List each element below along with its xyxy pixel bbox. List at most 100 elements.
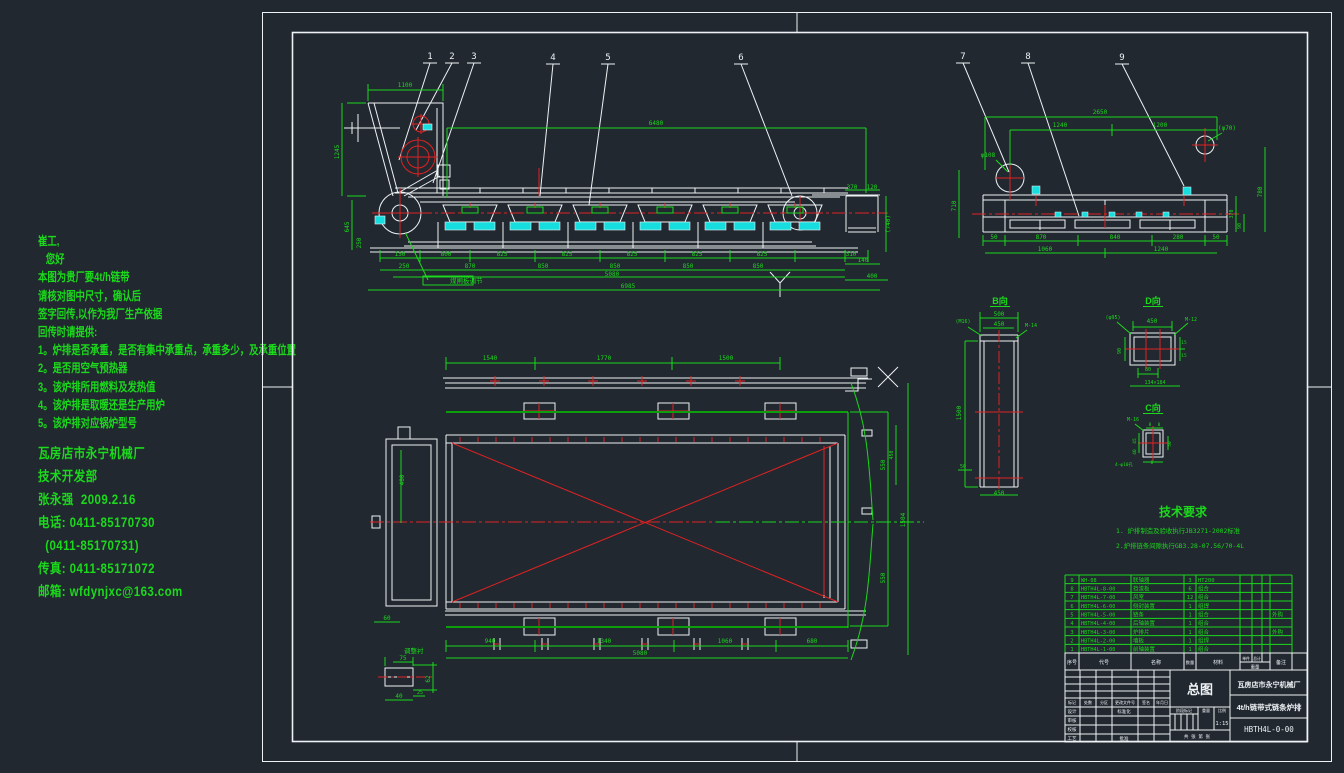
bom-no: 8 [1070, 586, 1073, 592]
detail-view-bushing [378, 657, 437, 701]
dim-label: 4-φ10孔 [1115, 461, 1134, 468]
bom-name: 炉排片 [1133, 628, 1150, 636]
bom-qty: 3 [1188, 578, 1191, 584]
bom-material: 组焊 [1198, 636, 1210, 644]
dim-label: 310 [846, 251, 857, 258]
bom-name: 风室 [1133, 593, 1145, 601]
note-line: 5。该炉排对应锅炉型号 [38, 416, 137, 431]
bom-name: 链条 [1133, 610, 1145, 618]
bom-name: 侧封装置 [1133, 602, 1156, 610]
tb-stage-scale: 比例 [1218, 707, 1226, 713]
balloon-number: 1 [427, 52, 432, 62]
dim-label: 940 [485, 638, 496, 645]
tb-rev-mark: 标记 [1068, 699, 1076, 705]
bom-material: 组合 [1198, 619, 1210, 627]
tb-stage-mark: 阶段标记 [1176, 707, 1192, 713]
tb-h-code: 代号 [1099, 659, 1109, 666]
tb-role-approve: 批准 [1120, 735, 1129, 742]
bom-no: 6 [1070, 604, 1073, 610]
contact-line: 邮箱: wfdynjxc@163.com [38, 584, 183, 599]
balloon-number: 6 [738, 53, 743, 63]
dim-label: 370 [847, 184, 858, 191]
bom-qty: 1 [1188, 647, 1191, 653]
dim-label: 450 [994, 490, 1005, 497]
dim-label: 680 [807, 638, 818, 645]
tb-product: 4t/h链带式链条炉排 [1237, 703, 1302, 712]
contact-line: 张永强 2009.2.16 [38, 492, 136, 507]
dim-label: 850 [683, 263, 694, 270]
dim-label: 60 [383, 615, 391, 622]
bom-no: 7 [1070, 595, 1073, 601]
tb-h-wt: 重量 [1251, 664, 1260, 671]
dim-label: (M16) [955, 319, 970, 325]
bom-code: HBTH4L-5-00 [1081, 612, 1115, 618]
dim-label: 870 [1036, 234, 1047, 241]
bom-code: HBTH4L-2-00 [1081, 638, 1115, 644]
bom-qty: 1 [1188, 630, 1191, 636]
tb-rev-doc: 更改文件号 [1115, 699, 1135, 705]
dim-label: 1770 [597, 355, 612, 362]
tb-role-check: 审核 [1068, 717, 1077, 724]
bom-no: 3 [1070, 630, 1073, 636]
bom-qty: 1 [1188, 621, 1191, 627]
note-line: 2。是否用空气预热器 [38, 361, 128, 376]
dim-label: 400 [399, 474, 406, 485]
tb-role-process: 工艺 [1068, 736, 1077, 742]
dim-label: 800 [441, 251, 452, 258]
tb-h-rem: 备注 [1276, 659, 1286, 666]
tb-sheet-info: 共 张 第 张 [1184, 733, 1211, 740]
dim-label: M-14 [1025, 323, 1037, 329]
dim-label: φ108 [981, 152, 996, 159]
bom-code: HBTH4L-3-00 [1081, 630, 1115, 636]
view-label: D向 [1145, 295, 1161, 306]
bom-qty: 12 [1187, 595, 1194, 601]
balloon-number: 3 [471, 52, 476, 62]
dim-label: 1340 [597, 638, 612, 645]
bom-no: 4 [1070, 621, 1074, 627]
tech-requirements: 技术要求 1. 炉排制造及验收执行JB3271-2002标准 2.炉排链条间隙执… [1116, 504, 1244, 550]
dim-label: 15 [1181, 340, 1187, 346]
note-line: 回传时请提供: [38, 325, 98, 340]
bom-remark: 外购 [1272, 628, 1284, 636]
dim-label: 850 [538, 263, 549, 270]
tb-h-w1: 单件 [1242, 656, 1250, 661]
balloon-number: 8 [1025, 52, 1030, 62]
dim-label: 1500 [956, 405, 963, 420]
bom-material: HT200 [1198, 578, 1215, 584]
note-line: 3。该炉排所用燃料及发热值 [38, 379, 156, 394]
dim-label: 1240 [1154, 246, 1169, 253]
dim-label: 40 [395, 693, 403, 700]
side-elevation-view [341, 62, 888, 297]
tb-h-qty: 数量 [1186, 659, 1194, 666]
dim-label: 280 [1173, 234, 1184, 241]
dim-label: 134×184 [1144, 380, 1165, 386]
tb-company: 瓦房店市永宁机械厂 [1238, 680, 1301, 689]
tech-req-title: 技术要求 [1159, 504, 1208, 519]
dim-label: 400 [867, 273, 878, 280]
dim-label: 8 [1149, 422, 1152, 428]
dim-label: 825 [497, 251, 508, 258]
view-label: B向 [992, 295, 1008, 306]
dim-label: 450 [1147, 318, 1158, 325]
dim-label: 370 [1229, 209, 1235, 218]
tb-rev-count: 处数 [1084, 699, 1092, 705]
svg-text:1. 炉排制造及验收执行JB3271-2002标准: 1. 炉排制造及验收执行JB3271-2002标准 [1116, 526, 1241, 535]
bom-name: 墙板 [1133, 636, 1145, 644]
note-line: 请核对图中尺寸，确认后 [38, 288, 141, 303]
balloon-number: 2 [449, 52, 454, 62]
dim-label: 40 [1132, 449, 1138, 455]
contact-line: 电话: 0411-85170730 [38, 515, 155, 530]
dim-label: 90 [1237, 223, 1243, 229]
balloon-number: 7 [960, 52, 965, 62]
tb-h-mat: 材料 [1213, 659, 1223, 666]
dim-label: 2650 [1093, 109, 1108, 116]
tb-role-design: 设计 [1068, 708, 1077, 715]
bom-code: WH-08 [1081, 578, 1097, 584]
note-line: 签字回传,以作为我厂生产依据 [38, 306, 163, 321]
dim-label: 550 [880, 459, 887, 470]
contact-line: 传真: 0411-85171072 [38, 561, 155, 576]
